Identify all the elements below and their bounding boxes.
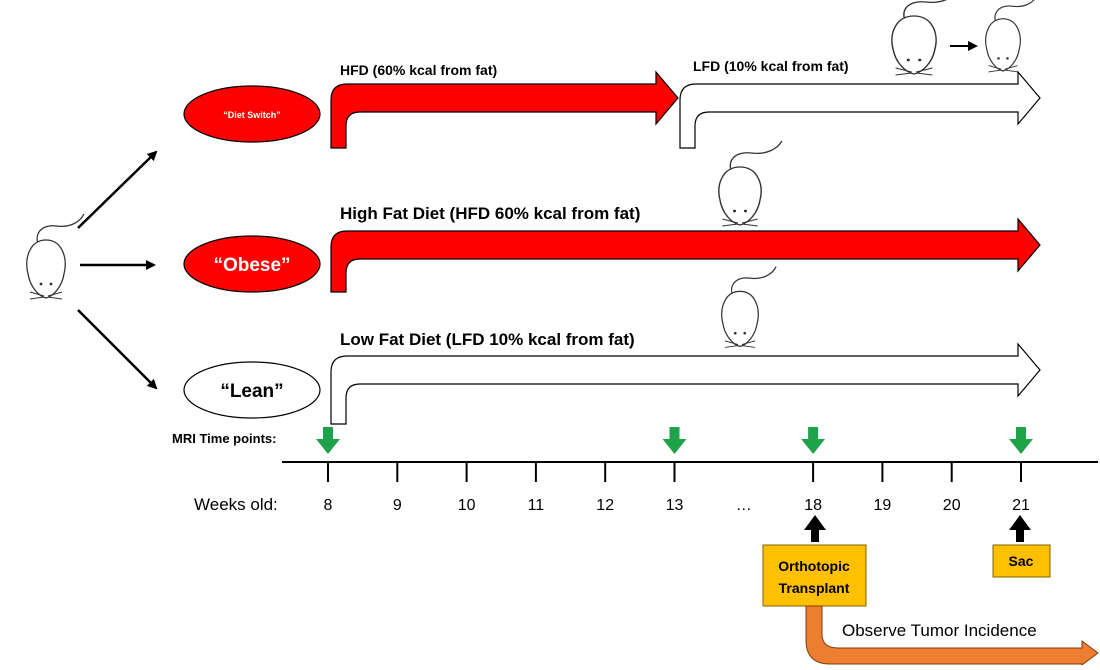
lfd-phase-arrow <box>679 70 1041 149</box>
mri-time-points-label: MRI Time points: <box>172 431 276 446</box>
sac-up-arrow <box>1009 515 1031 542</box>
hfd-diet-label: High Fat Diet (HFD 60% kcal from fat) <box>340 204 640 223</box>
obese-mouse-icon <box>891 0 959 76</box>
week-tick-label: 13 <box>666 497 684 514</box>
week-tick-label: 9 <box>393 497 402 514</box>
transplant-event: Orthotopic Transplant <box>762 515 867 607</box>
diet-switch-label: “Diet Switch” <box>223 110 281 120</box>
transplant-label-line-1: Orthotopic <box>778 558 850 574</box>
diet-switch-ellipse <box>183 85 321 143</box>
sac-label: Sac <box>1009 553 1034 569</box>
obese-label: “Obese” <box>213 255 290 276</box>
transplant-box <box>762 544 867 607</box>
lfd-arrow <box>330 342 1041 425</box>
obese-ellipse <box>183 235 321 293</box>
week-tick-label: … <box>736 497 752 514</box>
week-tick-label: 18 <box>804 497 822 514</box>
branch-arrow-diet-switch <box>77 150 158 229</box>
start-mouse-icon <box>26 213 85 300</box>
group-obese: “Obese” <box>183 235 321 293</box>
transplant-label-line-2: Transplant <box>779 580 850 596</box>
week-tick-label: 8 <box>324 497 333 514</box>
lean-label: “Lean” <box>220 381 283 402</box>
observe-tumor-arrow <box>805 605 1099 666</box>
week-tick-label: 19 <box>874 497 892 514</box>
lean-ellipse <box>183 361 321 419</box>
group-diet-switch: “Diet Switch” <box>183 85 321 143</box>
lfd-mouse-icon <box>721 266 777 349</box>
week-tick-label: 10 <box>458 497 476 514</box>
hfd-phase-label: HFD (60% kcal from fat) <box>340 62 497 78</box>
week-tick-label: 12 <box>596 497 614 514</box>
transplant-up-arrow <box>804 515 826 542</box>
hfd-phase-arrow <box>330 70 679 149</box>
observe-tumor-label: Observe Tumor Incidence <box>842 621 1037 640</box>
week-tick-label: 20 <box>943 497 961 514</box>
branch-arrow-lean <box>77 309 158 390</box>
lfd-diet-label: Low Fat Diet (LFD 10% kcal from fat) <box>340 330 635 349</box>
mri-timepoint-arrow <box>662 427 687 454</box>
sac-box <box>992 544 1051 578</box>
mri-arrows <box>316 427 1033 454</box>
timeline-ticks: 8 9 10 11 12 13 … 18 19 20 21 <box>324 462 1030 514</box>
lfd-phase-label: LFD (10% kcal from fat) <box>693 58 849 74</box>
hfd-mouse-icon <box>718 140 783 227</box>
branch-arrows <box>77 150 158 390</box>
lean-after-switch-mouse-icon <box>985 0 1038 73</box>
week-tick-label: 21 <box>1012 497 1030 514</box>
mri-timepoint-arrow <box>1009 427 1033 454</box>
sac-event: Sac <box>992 515 1051 578</box>
group-lean: “Lean” <box>183 361 321 419</box>
mri-timepoint-arrow <box>801 427 826 454</box>
weeks-old-label: Weeks old: <box>194 495 278 514</box>
hfd-arrow <box>330 217 1041 293</box>
week-tick-label: 11 <box>528 497 545 514</box>
mri-timepoint-arrow <box>316 427 340 454</box>
